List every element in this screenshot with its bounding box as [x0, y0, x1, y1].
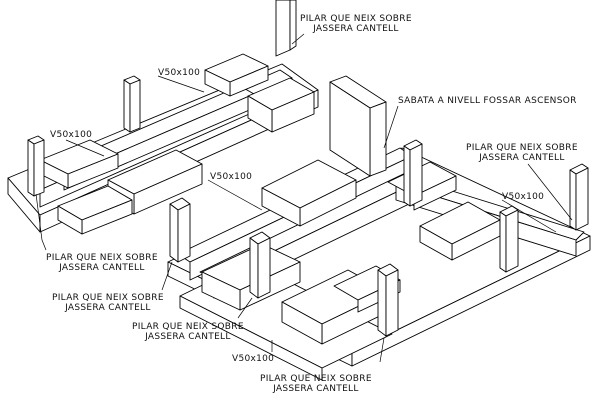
label-line-1: PILAR QUE NEIX SOBRE [260, 374, 372, 384]
label-pilar-right: PILAR QUE NEIX SOBRE JASSERA CANTELL [466, 143, 578, 163]
pilar-left-back [123, 75, 141, 133]
label-line-1: PILAR QUE NEIX SOBRE [132, 322, 244, 332]
left-footing-block-5 [57, 185, 133, 235]
pilar-center [249, 231, 271, 299]
label-line-2: JASSERA CANTELL [479, 153, 565, 163]
label-pilar-left: PILAR QUE NEIX SOBRE JASSERA CANTELL [46, 253, 158, 273]
label-line-1: PILAR QUE NEIX SOBRE [466, 143, 578, 153]
label-line-2: JASSERA CANTELL [273, 384, 359, 394]
label-pilar-center-left: PILAR QUE NEIX SOBRE JASSERA CANTELL [52, 293, 164, 313]
left-footing-block-1 [204, 53, 269, 97]
left-footing-block-2 [247, 77, 315, 133]
label-beam-right: V50x100 [502, 192, 545, 202]
label-pilar-front: PILAR QUE NEIX SOBRE JASSERA CANTELL [260, 374, 372, 394]
elevator-pit-wall [329, 75, 387, 177]
right-inner-footing-1 [261, 159, 357, 227]
pilar-mid-right [403, 139, 423, 207]
label-beam-front: V50x100 [232, 354, 275, 364]
label-sabata: SABATA A NIVELL FOSSAR ASCENSOR [398, 96, 577, 106]
label-line-2: JASSERA CANTELL [145, 332, 231, 342]
label-beam-center: V50x100 [210, 172, 253, 182]
pilar-front [377, 263, 399, 337]
pilar-top-center [275, 0, 297, 57]
label-pilar-top: PILAR QUE NEIX SOBRE JASSERA CANTELL [300, 14, 412, 34]
label-line-1: PILAR QUE NEIX SOBRE [46, 253, 158, 263]
label-line-1: PILAR QUE NEIX SOBRE [52, 293, 164, 303]
label-line-2: JASSERA CANTELL [65, 303, 151, 313]
pilar-left-corner [27, 135, 45, 197]
label-beam-left: V50x100 [50, 130, 93, 140]
leader-lines [35, 33, 573, 363]
pilar-right-corner [569, 163, 589, 231]
pilar-right-inner [499, 205, 519, 273]
label-line-2: JASSERA CANTELL [313, 24, 399, 34]
label-line-1: PILAR QUE NEIX SOBRE [300, 14, 412, 24]
left-footing-block-3 [39, 139, 119, 189]
label-line-2: JASSERA CANTELL [59, 263, 145, 273]
label-beam-left-back: V50x100 [158, 68, 201, 78]
label-pilar-center: PILAR QUE NEIX SOBRE JASSERA CANTELL [132, 322, 244, 342]
pilar-center-left [169, 197, 191, 263]
